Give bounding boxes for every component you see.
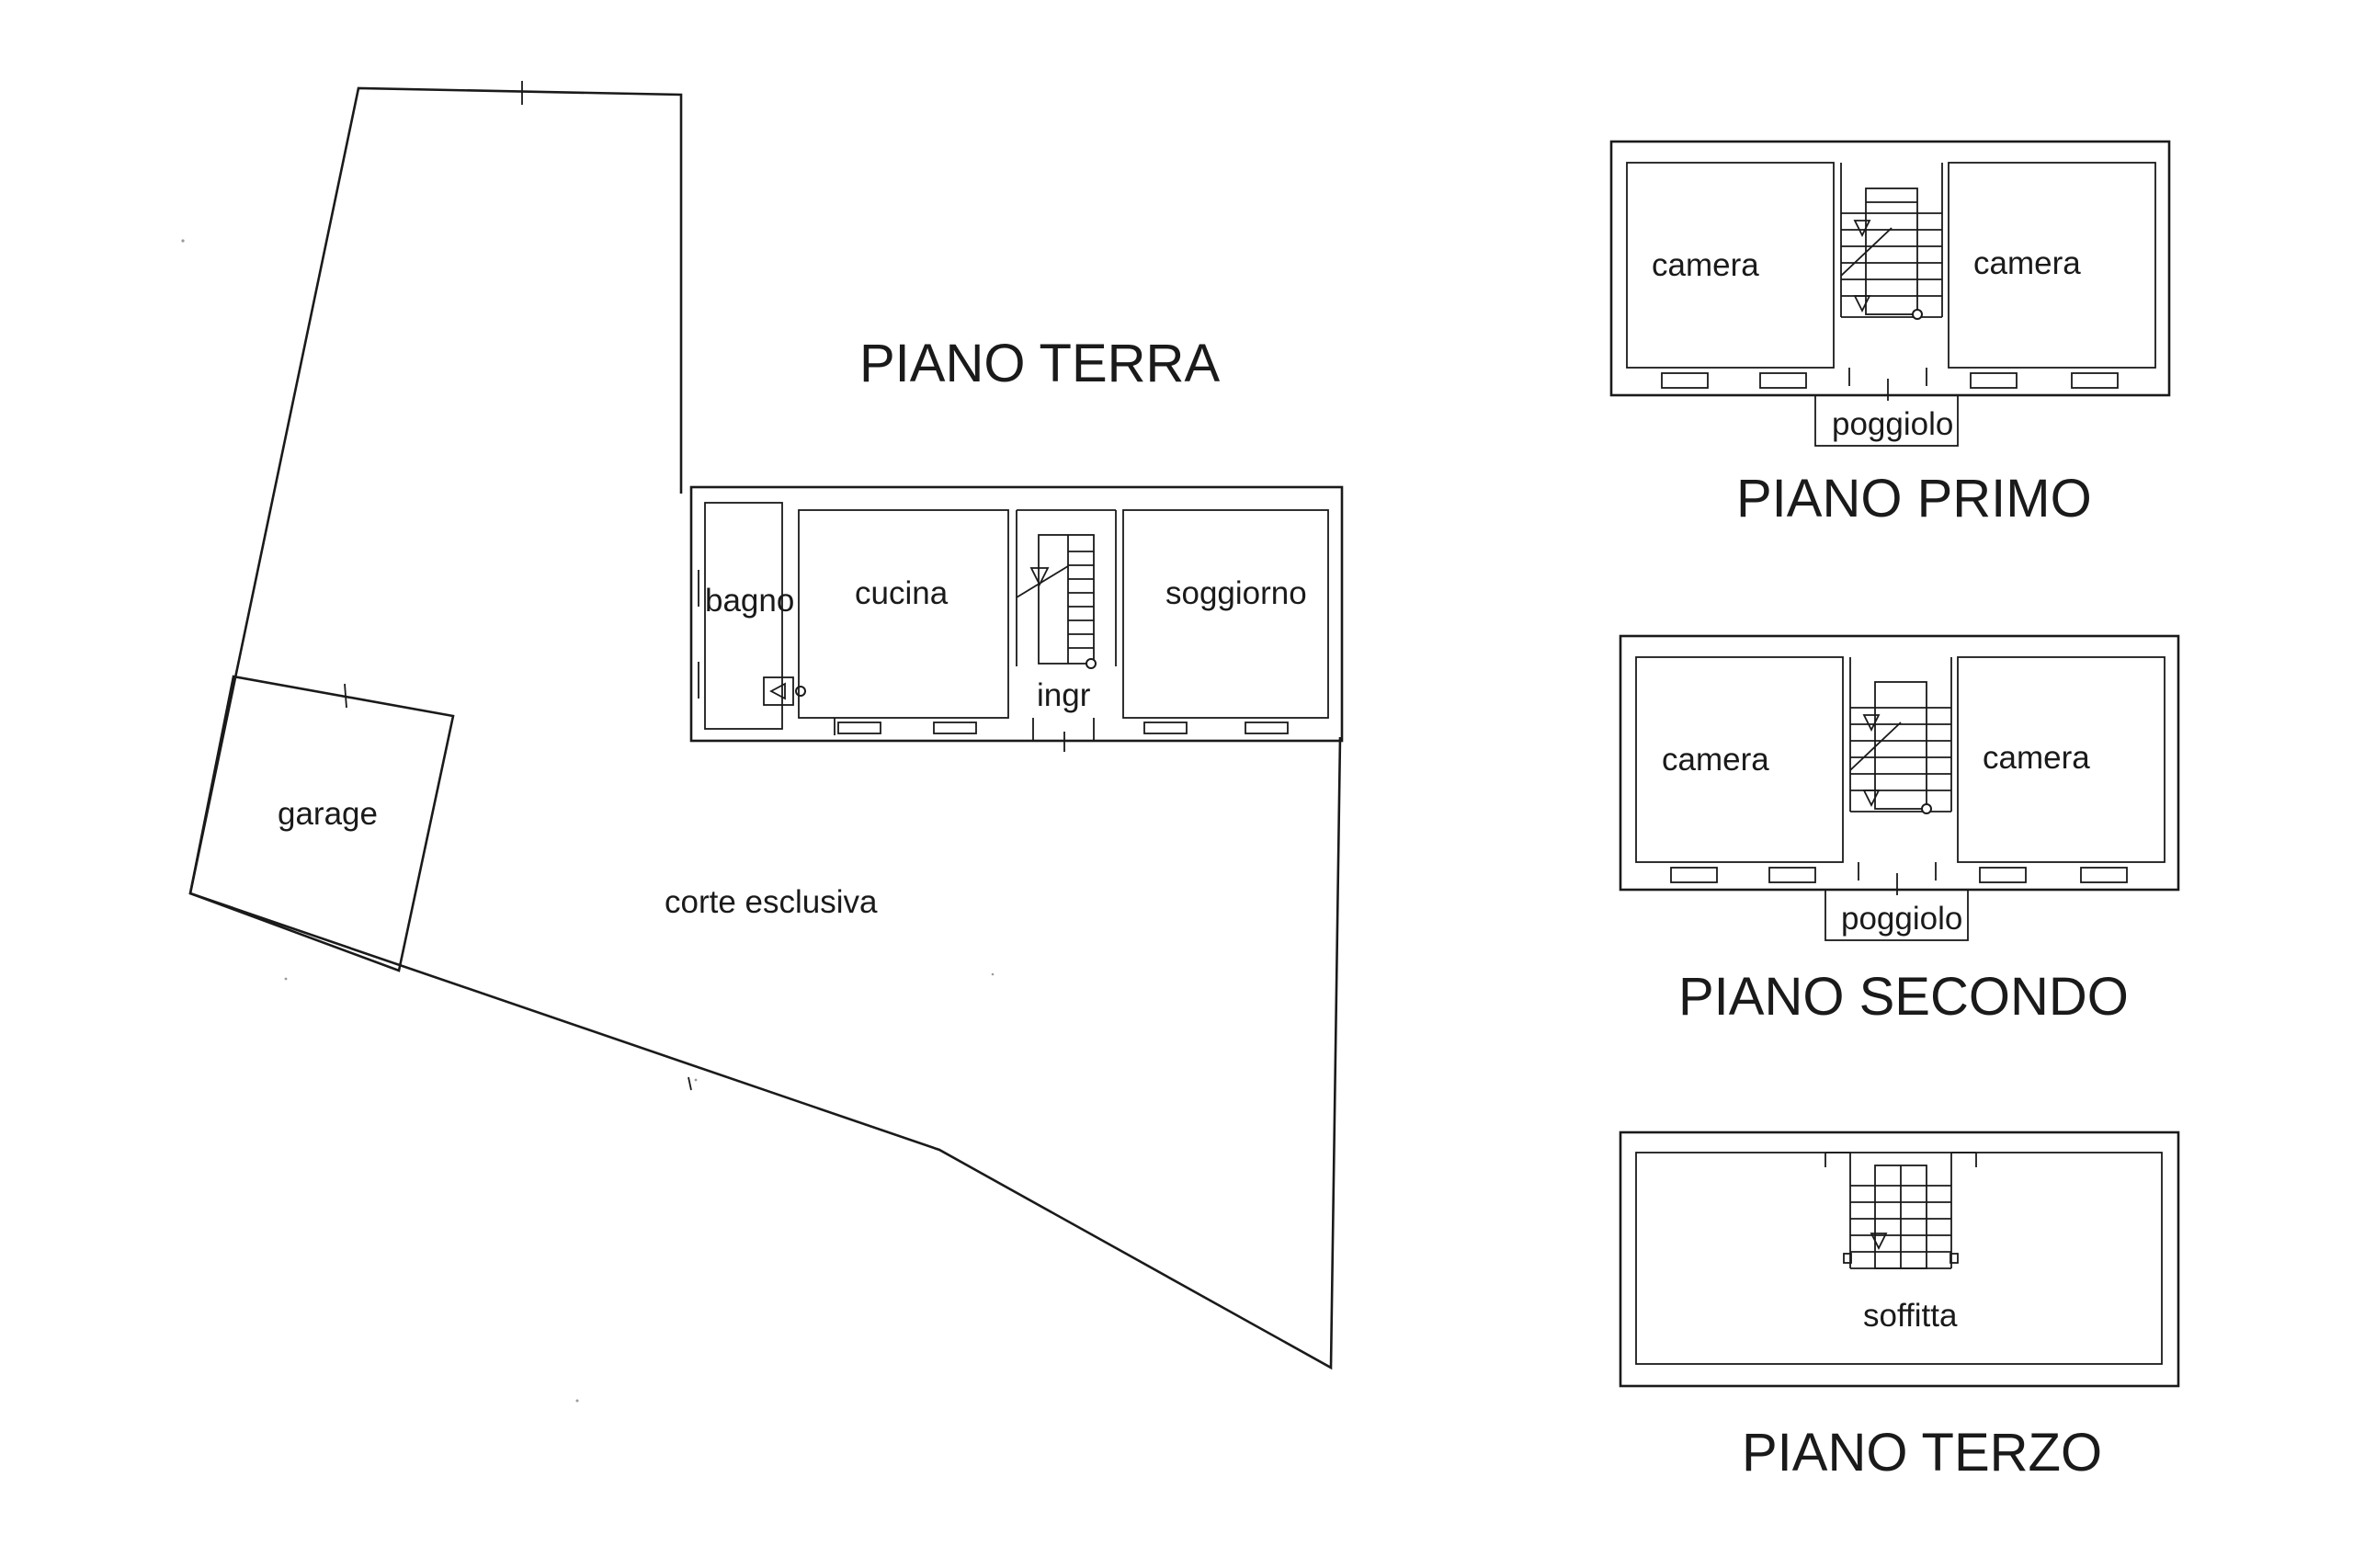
bagno-walls xyxy=(704,502,783,730)
second-floor-plan: camera camera poggiolo PIANO SECONDO xyxy=(1619,634,2180,1027)
title-piano-terra: PIANO TERRA xyxy=(859,334,1220,393)
label-corte: corte esclusiva xyxy=(665,884,878,920)
third-stair xyxy=(1824,1152,1977,1269)
first-stair xyxy=(1840,163,1943,320)
ground-house-outer xyxy=(689,485,1344,743)
label-garage: garage xyxy=(278,796,378,832)
label-soffitta: soffitta xyxy=(1863,1298,1958,1334)
label-poggiolo-2: poggiolo xyxy=(1841,901,1962,937)
label-camera-2-left: camera xyxy=(1662,742,1769,778)
second-stair xyxy=(1849,657,1952,814)
label-cucina: cucina xyxy=(855,575,949,611)
label-camera-2-right: camera xyxy=(1983,740,2090,776)
label-bagno: bagno xyxy=(705,583,794,619)
title-piano-terzo: PIANO TERZO xyxy=(1742,1423,2102,1483)
label-camera-1-left: camera xyxy=(1652,247,1759,283)
first-floor-plan: camera camera poggiolo PIANO PRIMO xyxy=(1609,140,2171,528)
label-camera-1-right: camera xyxy=(1973,245,2081,281)
label-poggiolo-1: poggiolo xyxy=(1832,406,1953,442)
ground-stair xyxy=(1016,509,1117,669)
scan-specks xyxy=(181,239,995,1403)
soggiorno-walls xyxy=(1122,509,1329,719)
label-ingr: ingr xyxy=(1037,677,1091,713)
courtyard-boundary xyxy=(188,86,1342,1370)
title-piano-primo: PIANO PRIMO xyxy=(1736,469,2092,528)
garage-outline xyxy=(188,675,455,972)
third-floor-plan: soffitta PIANO TERZO xyxy=(1619,1131,2180,1483)
cucina-walls xyxy=(798,509,1009,719)
label-soggiorno: soggiorno xyxy=(1165,575,1307,611)
title-piano-secondo: PIANO SECONDO xyxy=(1678,967,2129,1027)
ground-floor-plan: bagno cucina soggiorno ingr garage corte… xyxy=(188,81,1344,1370)
